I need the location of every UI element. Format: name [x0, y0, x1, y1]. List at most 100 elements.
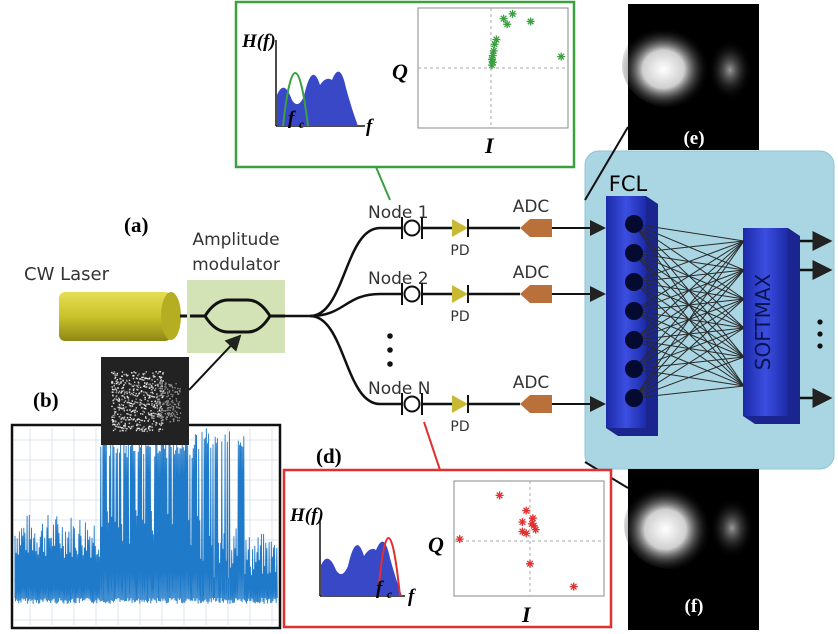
speckle-dot: [172, 408, 175, 410]
softmax-layer: [743, 228, 800, 424]
nn-link: [633, 240, 745, 283]
speckle-dot: [130, 402, 132, 405]
speckle-dot: [177, 402, 179, 405]
svg-text:Q: Q: [392, 59, 408, 84]
speckle-dot: [123, 408, 125, 410]
speckle-dot: [129, 419, 131, 421]
speckle-dot: [152, 396, 154, 398]
speckle-dot: [166, 388, 169, 390]
speckle-dot: [150, 410, 152, 412]
speckle-dot: [168, 412, 170, 414]
speckle-dot: [141, 406, 143, 409]
speckle-dot: [111, 382, 114, 384]
speckle-dot: [144, 398, 146, 401]
speckle-dot: [125, 419, 127, 421]
speckle-dot: [126, 374, 128, 377]
speckle-dot: [162, 403, 164, 406]
speckle-dot: [147, 426, 150, 428]
speckle-dot: [121, 395, 123, 397]
speckle-dot: [158, 403, 160, 405]
adc-label: ADC: [513, 373, 550, 393]
speckle-dot: [151, 386, 154, 388]
speckle-dot: [141, 430, 144, 432]
speckle-dot: [133, 402, 136, 405]
speckle-dot: [171, 405, 173, 407]
speckle-dot: [116, 423, 118, 426]
image-f: [624, 469, 759, 630]
speckle-dot: [158, 398, 160, 400]
speckle-dot: [141, 428, 143, 430]
speckle-dot: [152, 372, 154, 374]
speckle-dot: [162, 396, 164, 398]
speckle-dot: [123, 425, 125, 427]
speckle-dot: [111, 416, 113, 418]
speckle-dot: [164, 401, 166, 403]
speckle-dot: [146, 386, 148, 388]
speckle-dot: [169, 421, 171, 423]
constellation-point: [488, 51, 497, 60]
speckle-dot: [140, 399, 143, 402]
speckle-dot: [140, 390, 142, 393]
speckle-dot: [155, 402, 157, 405]
speckle-dot: [142, 410, 144, 412]
zoom-line-top: [584, 126, 629, 201]
speckle-dot: [161, 419, 163, 422]
speckle-dot: [157, 372, 159, 375]
speckle-dot: [161, 385, 163, 387]
modulator-label-2: modulator: [192, 255, 280, 275]
speckle-dot: [144, 429, 146, 431]
speckle-dot: [119, 426, 121, 428]
speckle-dot: [136, 388, 138, 391]
speckle-dot: [153, 405, 155, 407]
speckle-dot: [151, 417, 153, 419]
speckle-dot: [174, 410, 176, 412]
speckle-dot: [122, 430, 124, 432]
speckle-dot: [113, 410, 116, 413]
speckle-dot: [164, 413, 167, 415]
speckle-dot: [165, 386, 167, 389]
speckle-dot: [128, 404, 131, 406]
speckle-dot: [142, 379, 145, 381]
speckle-dot: [170, 393, 172, 396]
speckle-dot: [113, 416, 115, 418]
nn-link: [633, 269, 745, 399]
speckle-dot: [177, 407, 180, 409]
speckle-dot: [124, 382, 127, 384]
speckle-dot: [115, 398, 118, 400]
speckle-dot: [161, 417, 163, 419]
speckle-dot: [159, 377, 162, 379]
speckle-dot: [124, 424, 126, 426]
speckle-dot: [151, 426, 153, 428]
constellation-point: [489, 46, 498, 55]
mzi-waveguide: [190, 298, 285, 334]
nn-link: [633, 240, 745, 312]
speckle-dot: [160, 421, 163, 424]
pd-label: PD: [450, 309, 469, 325]
speckle-dot: [167, 395, 170, 397]
speckle-dot: [162, 416, 164, 418]
speckle-dot: [132, 377, 135, 380]
speckle-dot: [130, 418, 133, 420]
speckle-dot: [126, 379, 128, 381]
speckle-dot: [152, 406, 155, 408]
nn-link: [633, 240, 745, 370]
speckle-dot: [112, 395, 114, 397]
speckle-dot: [146, 403, 148, 405]
speckle-dot: [143, 407, 146, 410]
speckle-dot: [173, 419, 175, 421]
speckle-dot: [130, 414, 132, 416]
speckle-dot: [113, 389, 115, 391]
speckle-dot: [163, 392, 166, 394]
speckle-dot: [171, 395, 173, 398]
speckle-dot: [118, 403, 121, 406]
speckle-dot: [123, 418, 125, 420]
speckle-dot: [120, 382, 122, 384]
speckle-dot: [115, 391, 117, 394]
speckle-dot: [136, 423, 138, 425]
speckle-dot: [141, 378, 143, 381]
speckle-dot: [162, 410, 164, 412]
speckle-dot: [145, 383, 148, 385]
speckle-dot: [114, 387, 116, 389]
speckle-dot: [172, 420, 175, 422]
constellation-point: [526, 559, 534, 568]
